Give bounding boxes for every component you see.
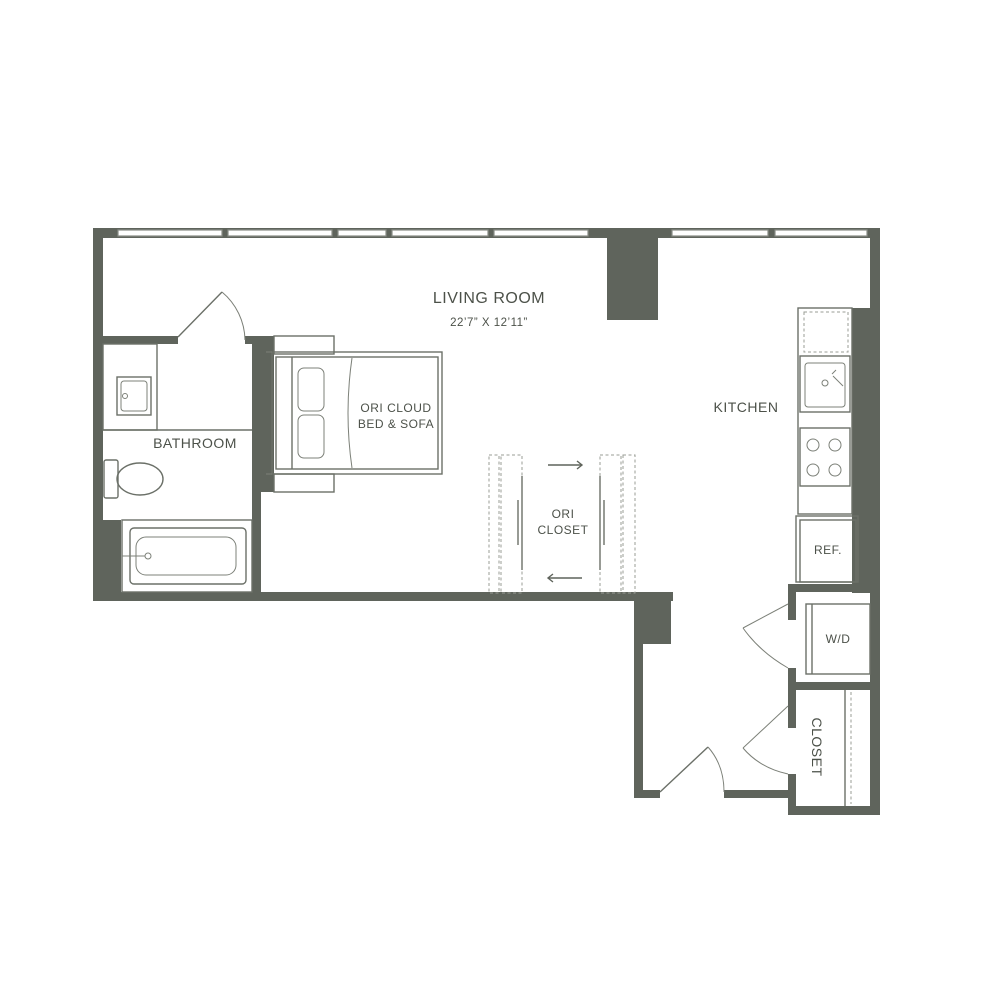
bathroom-fixtures: [102, 343, 253, 593]
kitchen-fixtures: [795, 307, 859, 583]
washer-dryer-label: W/D: [826, 632, 851, 646]
closet-label: CLOSET: [809, 717, 825, 776]
ori-closet-label-line1: ORI: [552, 507, 575, 521]
ori-closet: [488, 454, 636, 594]
bed-label-line1: ORI CLOUD: [360, 401, 431, 415]
washer-dryer: [742, 603, 871, 675]
refrigerator-label: REF.: [814, 543, 842, 557]
kitchen-label: KITCHEN: [714, 399, 779, 415]
bathroom-label: BATHROOM: [153, 435, 237, 451]
living-room-label: LIVING ROOM: [433, 290, 545, 307]
living-room-dimensions: 22’7” X 12’11”: [450, 317, 528, 329]
bed-label-line2: BED & SOFA: [358, 417, 434, 431]
entry-door: [659, 746, 725, 793]
closet-fixtures: [742, 690, 852, 806]
windows: [117, 229, 868, 237]
ori-cloud-bed: [266, 335, 443, 493]
ori-closet-label-line2: CLOSET: [537, 523, 588, 537]
exterior-walls: [93, 228, 880, 815]
bathroom-door: [177, 291, 246, 341]
